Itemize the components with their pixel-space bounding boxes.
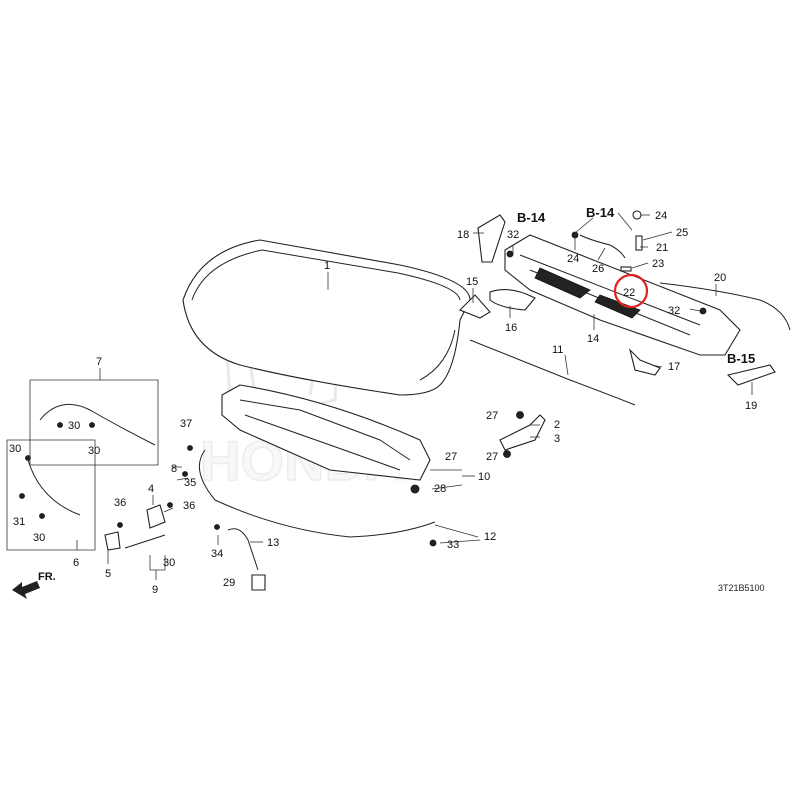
callout-6[interactable]: 6	[73, 557, 79, 569]
cowl-cover[interactable]	[489, 289, 536, 311]
callout-23[interactable]: 23	[652, 258, 664, 270]
callout-37[interactable]: 37	[180, 418, 192, 430]
callout-36-upper[interactable]: 36	[183, 500, 195, 512]
callout-30-b[interactable]: 30	[88, 445, 100, 457]
release-cable-lower[interactable]	[27, 459, 81, 516]
callout-22[interactable]: 22	[623, 287, 635, 299]
hood-insulator[interactable]	[221, 384, 431, 481]
callout-1[interactable]: 1	[324, 260, 330, 272]
callout-27-lower[interactable]: 27	[445, 451, 457, 463]
reference-b14-right[interactable]: B-14	[586, 205, 615, 220]
callout-29[interactable]: 29	[223, 577, 235, 589]
callout-14[interactable]: 14	[587, 333, 599, 345]
weatherstrip[interactable]	[469, 339, 636, 406]
front-label: FR.	[38, 571, 56, 583]
callout-36-lower[interactable]: 36	[114, 497, 126, 509]
callout-26[interactable]: 26	[592, 263, 604, 275]
highlight-circle	[613, 273, 649, 309]
callout-4[interactable]: 4	[148, 483, 154, 495]
group-box-9	[149, 555, 166, 571]
hood-panel[interactable]	[182, 239, 471, 396]
callout-34[interactable]: 34	[211, 548, 223, 560]
cowl-side-panel[interactable]	[459, 294, 491, 319]
callout-32-left[interactable]: 32	[507, 229, 519, 241]
cowl-seal-strip[interactable]	[659, 282, 791, 331]
callout-9[interactable]: 9	[152, 584, 158, 596]
callout-25[interactable]: 25	[676, 227, 688, 239]
end-cover-right[interactable]	[628, 348, 661, 376]
callout-13[interactable]: 13	[267, 537, 279, 549]
cowl-top-panel[interactable]	[504, 234, 741, 356]
callout-30-c[interactable]: 30	[9, 443, 21, 455]
callout-31[interactable]: 31	[13, 516, 25, 528]
callout-24-upper[interactable]: 24	[655, 210, 667, 222]
side-cover-left[interactable]	[477, 214, 506, 263]
hood-lock[interactable]	[146, 504, 166, 529]
callout-16[interactable]: 16	[505, 322, 517, 334]
callout-30-e[interactable]: 30	[163, 557, 175, 569]
callout-10[interactable]: 10	[478, 471, 490, 483]
callout-21[interactable]: 21	[656, 242, 668, 254]
group-box-7	[29, 379, 159, 466]
callout-24-lower[interactable]: 24	[567, 253, 579, 265]
washer-nozzle-parts[interactable]	[620, 210, 643, 272]
hood-hinge-bracket[interactable]	[499, 414, 546, 451]
callout-28[interactable]: 28	[434, 483, 446, 495]
callout-19[interactable]: 19	[745, 400, 757, 412]
callout-27-upper[interactable]: 27	[486, 410, 498, 422]
callout-12[interactable]: 12	[484, 531, 496, 543]
callout-18[interactable]: 18	[457, 229, 469, 241]
hood-lock-bracket[interactable]	[104, 531, 121, 551]
group-box-6	[6, 439, 96, 551]
callout-2[interactable]: 2	[554, 419, 560, 431]
callout-32-right[interactable]: 32	[668, 305, 680, 317]
diagram-code: 3T21B5100	[718, 583, 765, 593]
callout-8[interactable]: 8	[171, 463, 177, 475]
callout-35[interactable]: 35	[184, 477, 196, 489]
callout-27-middle[interactable]: 27	[486, 451, 498, 463]
release-cable-upper[interactable]	[39, 403, 156, 446]
reference-b15[interactable]: B-15	[727, 351, 755, 366]
reference-b14-left[interactable]: B-14	[517, 210, 546, 225]
callout-11[interactable]: 11	[552, 344, 563, 356]
front-arrow-icon	[12, 581, 40, 599]
support-rod-holder[interactable]	[251, 574, 266, 591]
callout-20[interactable]: 20	[714, 272, 726, 284]
callout-17[interactable]: 17	[668, 361, 680, 373]
callout-30-a[interactable]: 30	[68, 420, 80, 432]
callout-7[interactable]: 7	[96, 356, 102, 368]
callout-30-d[interactable]: 30	[33, 532, 45, 544]
callout-33[interactable]: 33	[447, 539, 459, 551]
callout-15[interactable]: 15	[466, 276, 478, 288]
washer-hose[interactable]	[579, 234, 626, 259]
leader-lines	[76, 212, 753, 580]
callout-3[interactable]: 3	[554, 433, 560, 445]
support-rod[interactable]	[227, 528, 259, 571]
fastener-clips[interactable]	[19, 231, 707, 547]
callout-5[interactable]: 5	[105, 568, 111, 580]
hood-seal-strip[interactable]	[198, 449, 436, 538]
side-trim-right[interactable]	[726, 364, 776, 386]
release-cable-short[interactable]	[124, 534, 166, 549]
